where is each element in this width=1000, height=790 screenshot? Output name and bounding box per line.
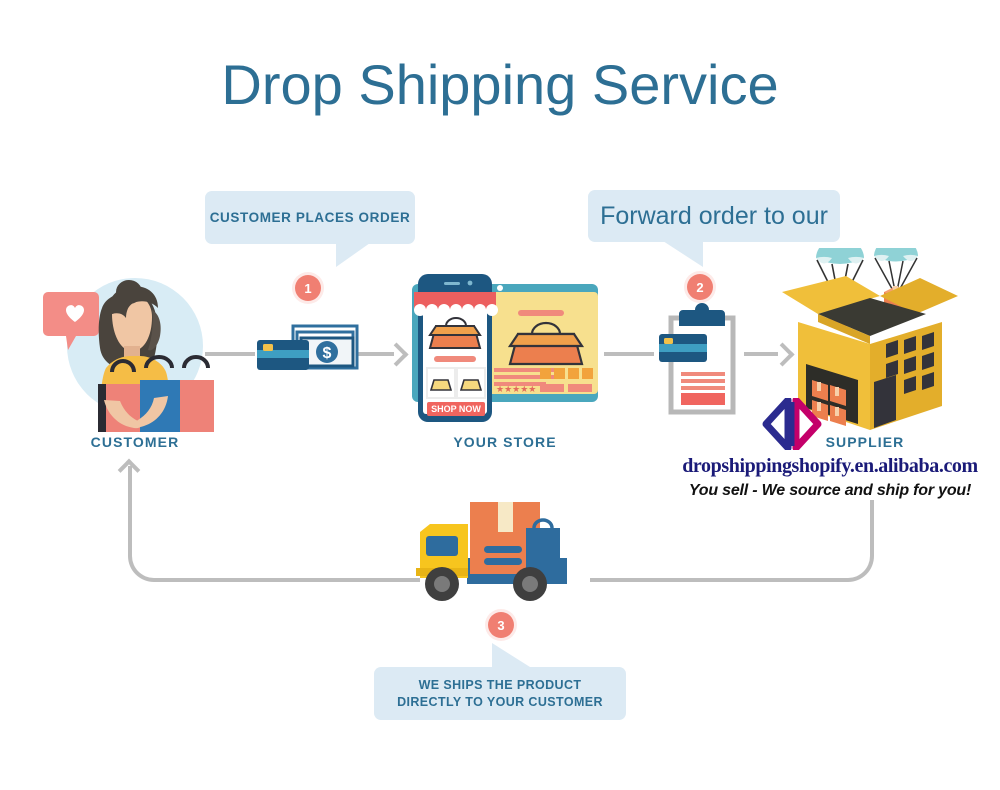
node-label-store: YOUR STORE xyxy=(453,434,557,450)
connector-customer-to-money xyxy=(205,352,255,356)
svg-text:SHOP NOW: SHOP NOW xyxy=(431,404,481,414)
payment-icon: $ xyxy=(255,322,360,380)
store-illustration: ★★★★★ SHOP NOW xyxy=(396,272,604,424)
step-badge-2: 2 xyxy=(687,274,713,300)
node-label-customer: CUSTOMER xyxy=(90,434,180,450)
connector-money-to-store xyxy=(358,352,394,356)
callout-we-ship: WE SHIPS THE PRODUCT DIRECTLY TO YOUR CU… xyxy=(374,667,626,720)
svg-text:$: $ xyxy=(323,345,332,362)
brand-tagline: You sell - We source and ship for you! xyxy=(688,482,972,499)
callout-text: Forward order to our xyxy=(600,201,828,230)
svg-text:★★★★★: ★★★★★ xyxy=(496,384,536,394)
delivery-truck-illustration xyxy=(412,490,587,608)
return-path-riser xyxy=(128,466,132,506)
node-label-supplier: SUPPLIER xyxy=(825,434,905,450)
order-form-icon xyxy=(655,300,750,418)
callout-tail xyxy=(336,243,370,267)
connector-order-to-supplier xyxy=(744,352,778,356)
step-badge-3: 3 xyxy=(488,612,514,638)
callout-text-line2: DIRECTLY TO YOUR CUSTOMER xyxy=(397,694,603,709)
page-title: Drop Shipping Service xyxy=(221,53,779,116)
brand-url[interactable]: dropshippingshopify.en.alibaba.com xyxy=(682,455,978,477)
customer-illustration xyxy=(40,268,220,433)
callout-text-line1: WE SHIPS THE PRODUCT xyxy=(418,677,582,692)
callout-customer-places-order: CUSTOMER PLACES ORDER xyxy=(205,191,415,244)
brand-logo-icon xyxy=(762,396,824,452)
step-badge-1: 1 xyxy=(295,275,321,301)
callout-text: CUSTOMER PLACES ORDER xyxy=(209,210,411,225)
callout-forward-order: Forward order to our xyxy=(588,190,840,242)
callout-tail xyxy=(492,643,530,667)
arrow-up-icon xyxy=(117,458,141,482)
connector-store-to-order xyxy=(604,352,654,356)
callout-tail xyxy=(663,241,703,267)
